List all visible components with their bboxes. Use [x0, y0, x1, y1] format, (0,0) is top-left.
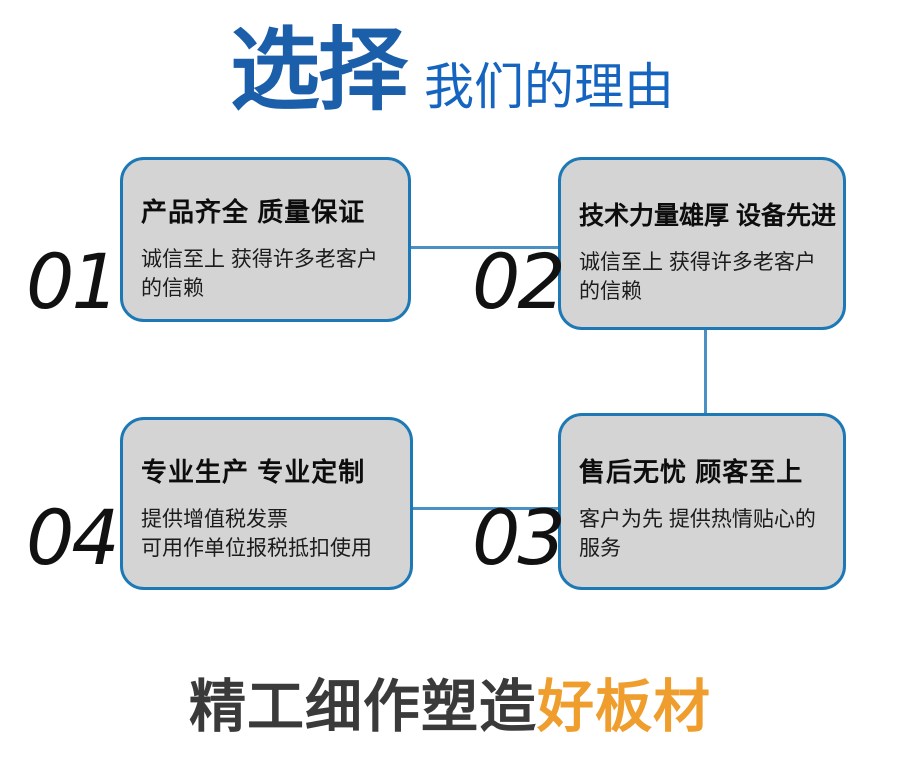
card-title: 产品齐全 质量保证: [141, 197, 366, 227]
card-after-sales: 售后无忧 顾客至上 客户为先 提供热情贴心的 服务: [558, 413, 846, 590]
footer-slogan-dark: 精工细作塑造: [189, 675, 537, 739]
connector-card2-card3: [704, 329, 707, 414]
card-body-line: 提供增值税发票: [141, 508, 288, 531]
card-title: 技术力量雄厚 设备先进: [579, 202, 836, 230]
step-number-02: 02: [472, 237, 566, 326]
card-product-quality: 产品齐全 质量保证 诚信至上 获得许多老客户 的信赖: [120, 157, 411, 322]
footer-slogan-orange: 好板材: [537, 675, 711, 739]
card-body: 诚信至上 获得许多老客户 的信赖: [141, 245, 392, 303]
connector-card1-card2: [411, 246, 559, 249]
card-body-line: 的信赖: [579, 280, 642, 303]
card-title: 售后无忧 顾客至上: [579, 457, 804, 487]
card-technical-strength: 技术力量雄厚 设备先进 诚信至上 获得许多老客户 的信赖: [558, 157, 846, 330]
page-title-sub: 我们的理由: [424, 59, 674, 115]
card-title: 专业生产 专业定制: [141, 457, 366, 487]
connector-card4-card3: [413, 507, 559, 510]
step-number-04: 04: [26, 493, 120, 582]
footer-slogan: 精工细作塑造好板材: [0, 676, 900, 739]
card-body-line: 诚信至上 获得许多老客户: [141, 248, 378, 271]
page-title-main: 选择: [230, 21, 408, 121]
card-professional-production: 专业生产 专业定制 提供增值税发票 可用作单位报税抵扣使用: [120, 417, 413, 590]
card-body-line: 可用作单位报税抵扣使用: [141, 537, 372, 560]
card-body: 提供增值税发票 可用作单位报税抵扣使用: [141, 505, 394, 563]
card-body-line: 服务: [579, 537, 621, 560]
card-body-line: 客户为先 提供热情贴心的: [579, 508, 816, 531]
card-body-line: 的信赖: [141, 277, 204, 300]
step-number-01: 01: [26, 237, 120, 326]
card-body-line: 诚信至上 获得许多老客户: [579, 251, 816, 274]
step-number-03: 03: [472, 493, 566, 582]
card-body: 诚信至上 获得许多老客户 的信赖: [579, 248, 827, 306]
card-body: 客户为先 提供热情贴心的 服务: [579, 505, 827, 563]
